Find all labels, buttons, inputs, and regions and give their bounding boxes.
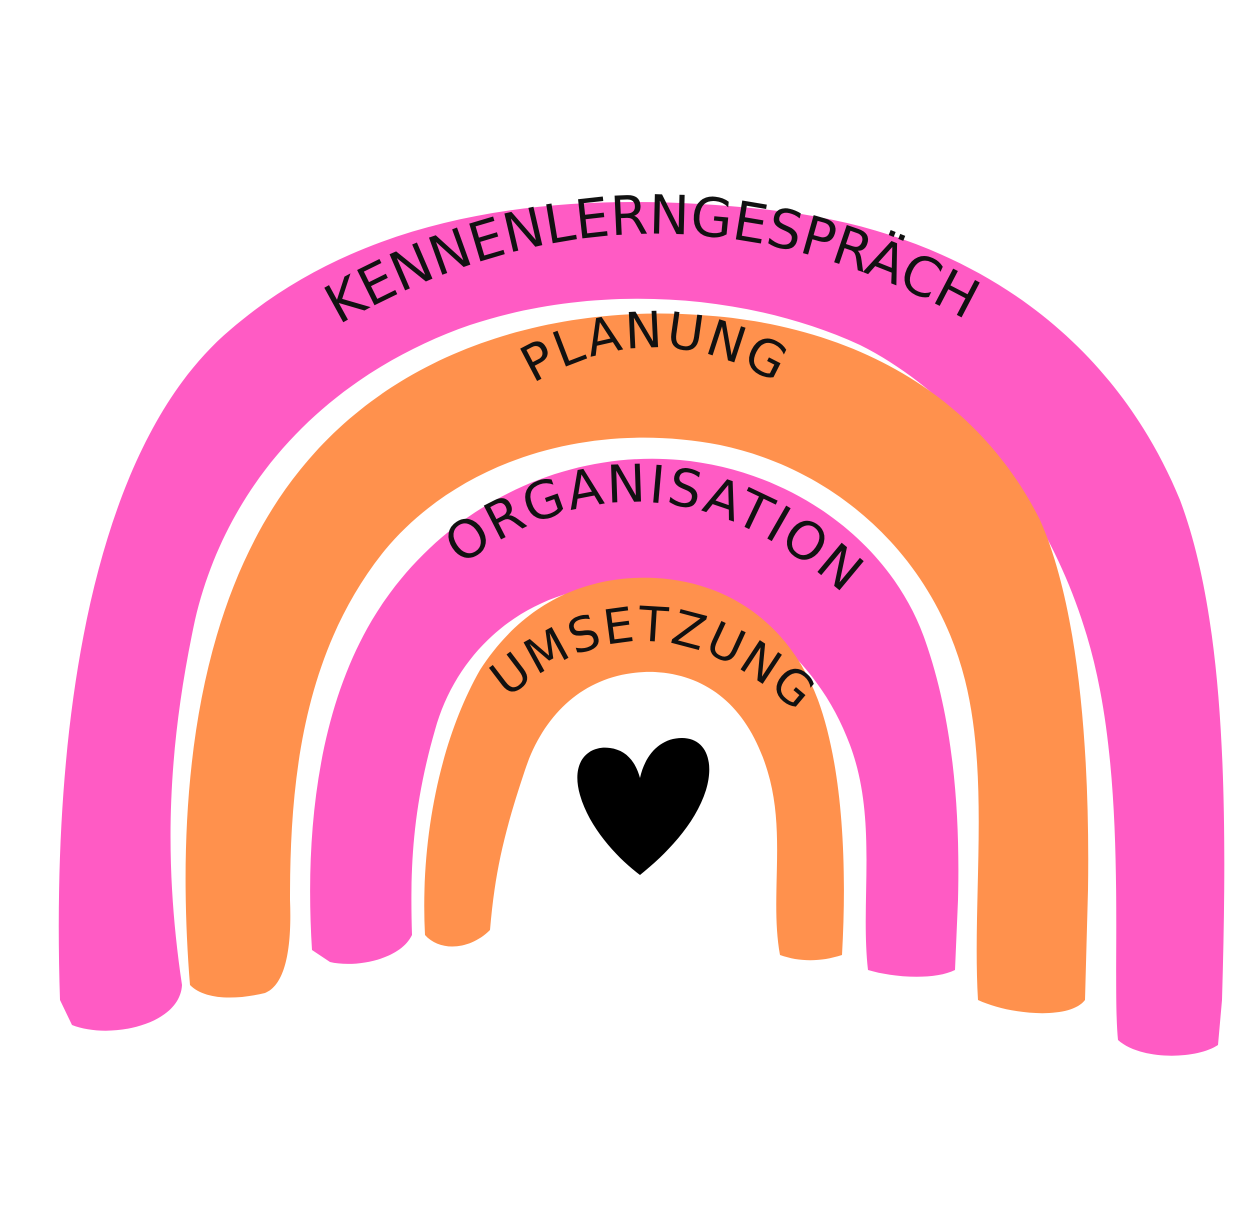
band-planung (185, 313, 1089, 1014)
band-umsetzung (424, 577, 844, 961)
band-kennenlerngesprach (58, 202, 1225, 1056)
band-organisation (310, 458, 959, 977)
heart-icon (577, 738, 710, 875)
